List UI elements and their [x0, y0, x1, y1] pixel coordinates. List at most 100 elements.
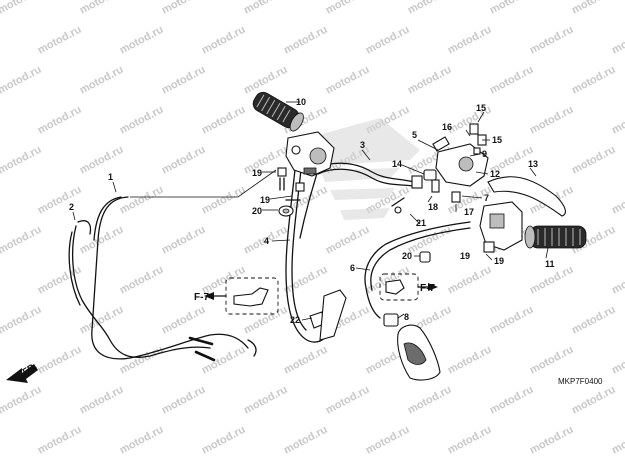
- watermark-text: motod.ru: [200, 344, 248, 377]
- watermark-text: motod.ru: [406, 384, 454, 417]
- f7-detail-left: [204, 277, 279, 315]
- watermark-text: motod.ru: [78, 0, 126, 17]
- watermark-text: motod.ru: [118, 344, 166, 377]
- watermark-text: motod.ru: [242, 304, 290, 337]
- boot-8: [383, 313, 441, 381]
- watermark-text: motod.ru: [36, 24, 84, 57]
- watermark-text: motod.ru: [118, 104, 166, 137]
- watermark-text: motod.ru: [160, 304, 208, 337]
- f7-detail-right: [379, 273, 438, 301]
- watermark-text: motod.ru: [528, 104, 576, 137]
- callout-20-a: 20: [252, 206, 262, 216]
- left-grip-11: [524, 225, 587, 249]
- watermark-text: motod.ru: [528, 424, 576, 457]
- callout-20-b: 20: [402, 251, 412, 261]
- throttle-grip: [252, 91, 304, 132]
- watermark-text: motod.ru: [528, 24, 576, 57]
- watermark-text: motod.ru: [610, 184, 625, 217]
- watermark-text: motod.ru: [610, 264, 625, 297]
- watermark-text: motod.ru: [528, 344, 576, 377]
- watermark-text: motod.ru: [160, 0, 208, 17]
- watermark-text: motod.ru: [446, 424, 494, 457]
- watermark-text: motod.ru: [36, 344, 84, 377]
- watermark-text: motod.ru: [324, 64, 372, 97]
- watermark-text: motod.ru: [446, 344, 494, 377]
- watermark-text: motod.ru: [160, 144, 208, 177]
- watermark-text: motod.ru: [200, 24, 248, 57]
- cable-6: [364, 221, 471, 319]
- callout-4: 4: [264, 236, 269, 246]
- watermark-text: motod.ru: [78, 144, 126, 177]
- diagram-code: MKP7F0400: [558, 377, 603, 386]
- watermark-text: motod.ru: [36, 424, 84, 457]
- watermark-text: motod.ru: [282, 24, 330, 57]
- washer-20-right: [419, 251, 431, 263]
- watermark-text: motod.ru: [200, 184, 248, 217]
- watermark-text: motod.ru: [488, 384, 536, 417]
- watermark-text: motod.ru: [324, 0, 372, 17]
- watermark-text: motod.ru: [282, 344, 330, 377]
- switch-14: [423, 169, 437, 181]
- cable-end-3: [411, 175, 423, 189]
- clutch-lever-13: [487, 176, 566, 217]
- watermark-text: motod.ru: [282, 264, 330, 297]
- callout-7: 7: [484, 193, 489, 203]
- callout-5: 5: [412, 130, 417, 140]
- watermark-text: motod.ru: [364, 424, 412, 457]
- watermark-text: motod.ru: [488, 0, 536, 17]
- watermark-text: motod.ru: [78, 384, 126, 417]
- callout-3: 3: [360, 140, 365, 150]
- watermark-text: motod.ru: [406, 0, 454, 17]
- callout-19-b: 19: [260, 195, 270, 205]
- leader-lines: [72, 101, 549, 321]
- watermark-text: motod.ru: [446, 264, 494, 297]
- watermark-text: motod.ru: [0, 24, 2, 57]
- watermark-text: motod.ru: [78, 64, 126, 97]
- callout-8: 8: [404, 312, 409, 322]
- watermark-text: motod.ru: [570, 64, 618, 97]
- bolt-19-b: [285, 182, 305, 201]
- clip-7: [451, 191, 461, 203]
- watermark-text: motod.ru: [160, 224, 208, 257]
- callout-11: 11: [545, 259, 555, 269]
- callout-12: 12: [490, 169, 500, 179]
- adjuster-21: [391, 197, 405, 214]
- watermark-text: motod.ru: [0, 0, 44, 17]
- callout-22: 22: [290, 315, 300, 325]
- callout-2: 2: [69, 202, 74, 212]
- nut-20: [278, 205, 294, 217]
- callout-6: 6: [350, 263, 355, 273]
- watermark-text: motod.ru: [0, 304, 44, 337]
- callout-19-a: 19: [252, 168, 262, 178]
- watermark-text: motod.ru: [200, 104, 248, 137]
- watermark-text: motod.ru: [118, 264, 166, 297]
- watermark-text: motod.ru: [0, 144, 44, 177]
- front-direction-arrow: [6, 364, 38, 383]
- watermark-text: motod.ru: [570, 144, 618, 177]
- callout-1: 1: [108, 172, 113, 182]
- watermark-text: motod.ru: [0, 424, 2, 457]
- watermark-text: motod.ru: [78, 224, 126, 257]
- cable-ends-lower: [188, 336, 257, 362]
- watermark-text: motod.ru: [488, 64, 536, 97]
- switch-housing-right: [479, 201, 523, 253]
- direction-label: FR.: [21, 361, 39, 377]
- watermark-text: motod.ru: [0, 104, 2, 137]
- watermark-text: motod.ru: [36, 184, 84, 217]
- callout-21: 21: [416, 218, 426, 228]
- ref-f7-right: F-7: [420, 283, 435, 294]
- watermark-text: motod.ru: [610, 424, 625, 457]
- callout-15-b: 15: [492, 135, 502, 145]
- watermark-text: motod.ru: [242, 64, 290, 97]
- throttle-housing: [285, 131, 335, 177]
- watermark-text: motod.ru: [610, 104, 625, 137]
- bolt-19-a: [277, 167, 287, 191]
- watermark-text: motod.ru: [324, 224, 372, 257]
- watermark-text: motod.ru: [570, 384, 618, 417]
- watermark-text: motod.ru: [0, 224, 44, 257]
- ref-f7-left: F-7: [194, 292, 209, 303]
- callout-19-c: 19: [460, 251, 470, 261]
- watermark-text: motod.ru: [0, 384, 44, 417]
- callout-16: 16: [442, 122, 452, 132]
